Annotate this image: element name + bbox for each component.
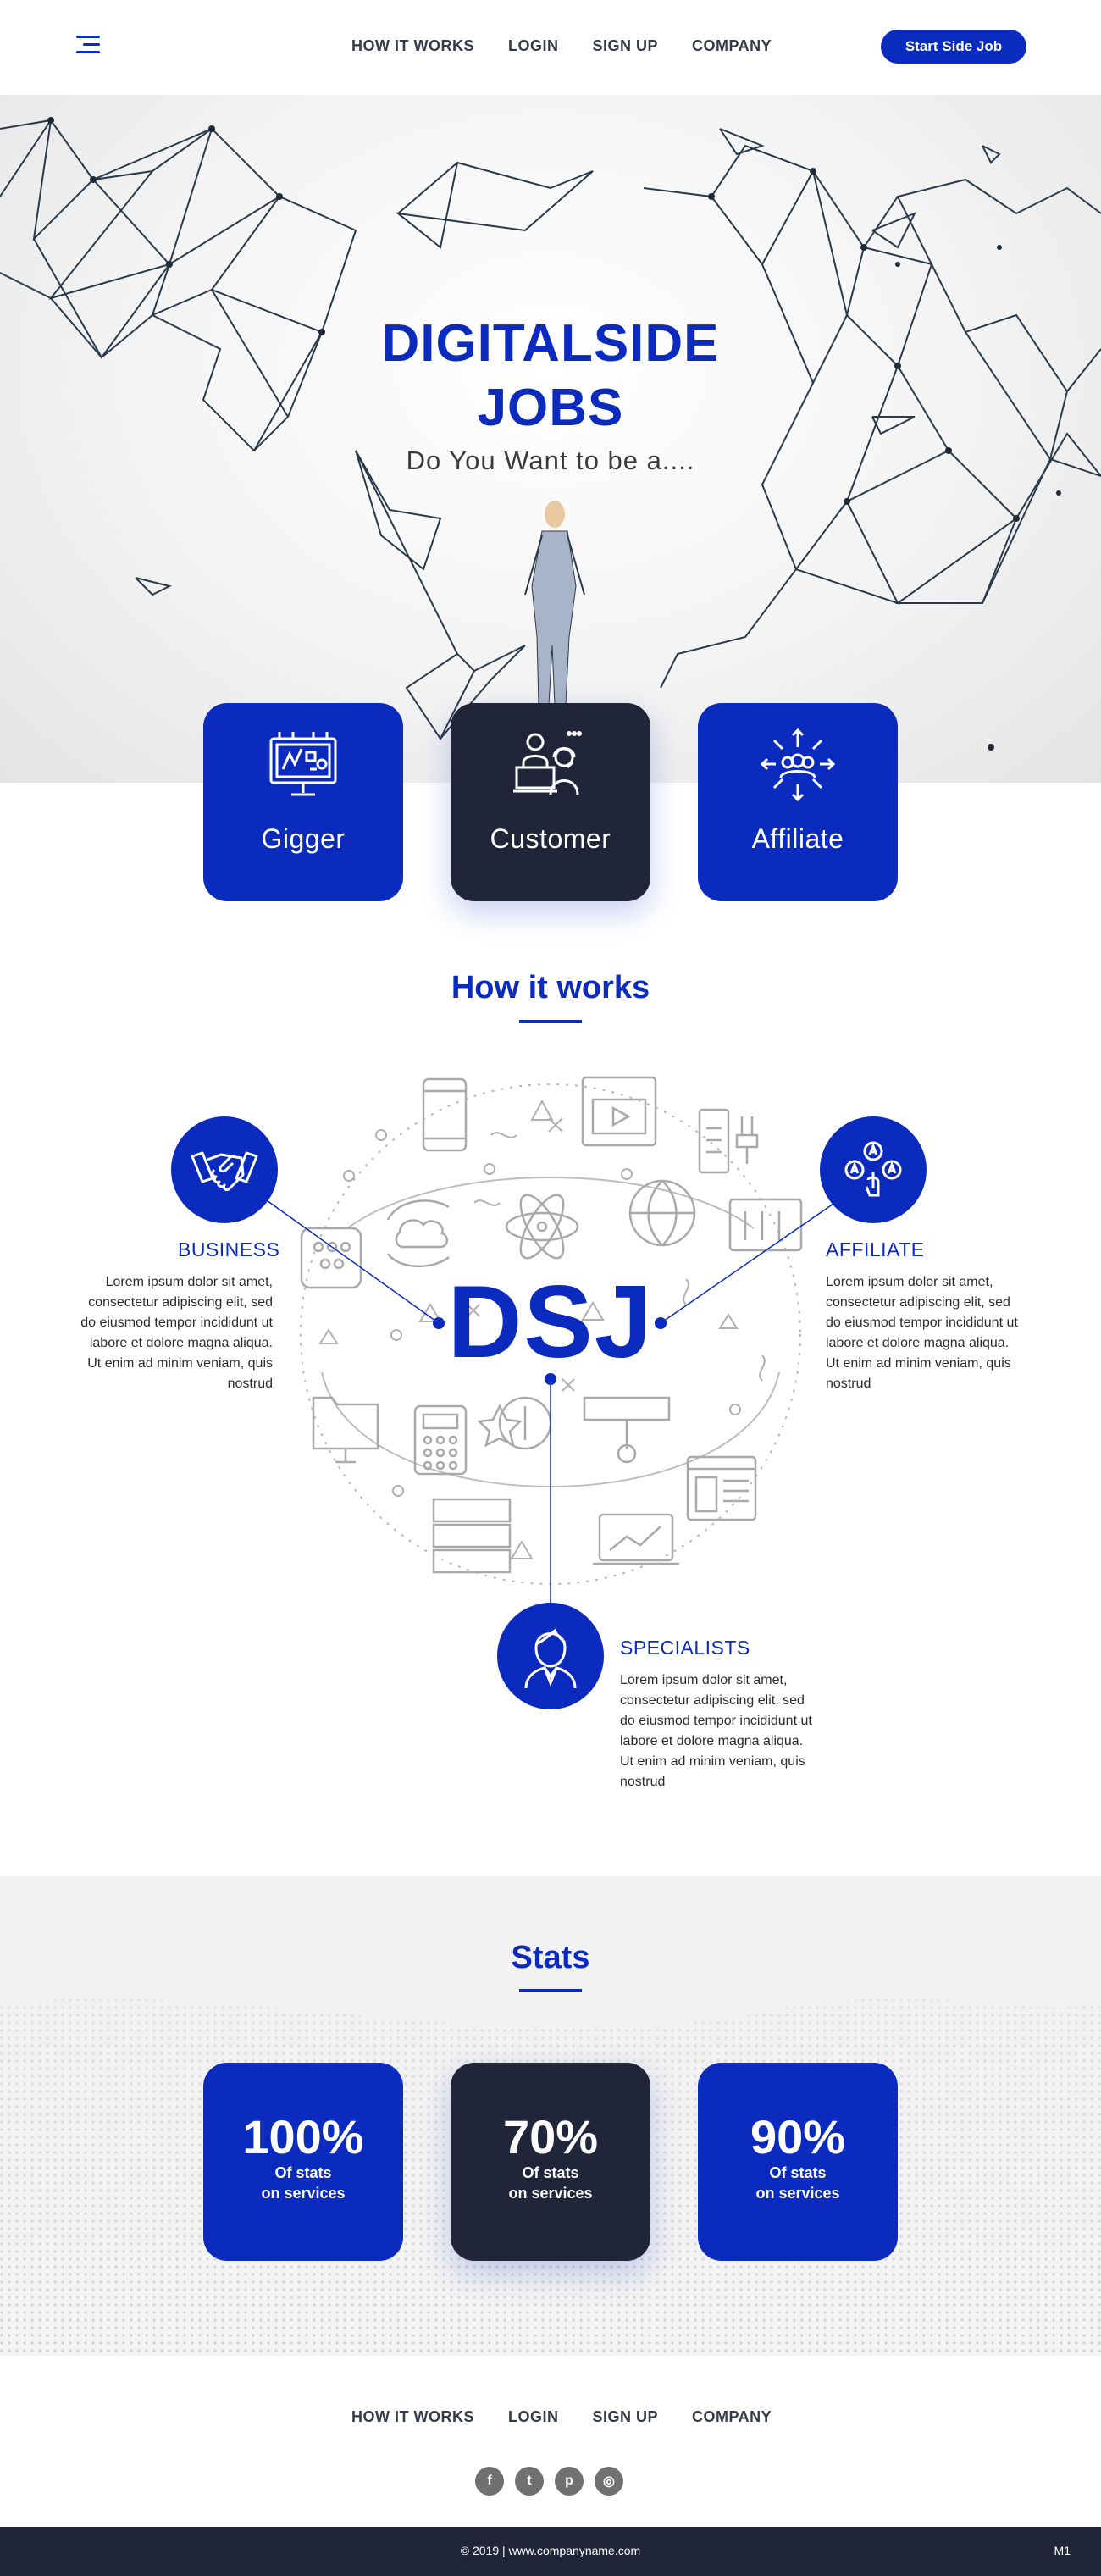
nav-sign-up-link[interactable]: SIGN UP [592,37,658,54]
stat-card: 70% Of stats on services [451,2063,650,2261]
stat-value: 70% [502,2110,599,2163]
nav-how-it-works-link[interactable]: HOW IT WORKS [351,37,474,54]
affiliate-node [820,1116,927,1223]
network-people-icon [760,728,836,802]
specialists-title: SPECIALISTS [620,1637,750,1659]
affiliate-network-icon [844,1141,902,1197]
role-card-label: Affiliate [751,823,844,854]
footer-how-it-works-link[interactable]: HOW IT WORKS [351,2408,474,2425]
hero: DIGITALSIDE JOBS Do You Want to be a.... [0,95,1101,783]
role-card-gigger[interactable]: Gigger [203,703,403,901]
footer-login-link[interactable]: LOGIN [507,2408,559,2425]
nav-login-link[interactable]: LOGIN [507,37,559,54]
digital-human-figure-icon [524,501,585,706]
stat-card: 90% Of stats on services [698,2063,898,2261]
stat-value: 100% [242,2110,364,2163]
hero-title: DIGITALSIDE JOBS [0,312,1101,440]
how-it-works-section: DSJ BUSINESS Lorem ipsum dolor sit amet,… [0,1050,1101,1796]
specialists-text: Lorem ipsum dolor sit amet, consectetur … [620,1673,812,1789]
tech-icons-circle-illustration [257,1076,848,1609]
instagram-icon[interactable]: ◎ [595,2467,623,2496]
twitter-icon[interactable]: t [515,2467,544,2496]
social-links: f t p ◎ [475,2467,623,2496]
facebook-icon[interactable]: f [475,2467,504,2496]
hero-title-line2: JOBS [477,379,624,437]
role-card-label: Customer [490,823,611,854]
hero-title-line1: DIGITALSIDE [381,314,720,373]
stat-label-line2: on services [755,2185,840,2202]
nav-links: HOW IT WORKS LOGIN SIGN UP COMPANY [351,37,772,55]
stat-label-line2: on services [261,2185,346,2202]
footer-links: HOW IT WORKS LOGIN SIGN UP COMPANY [351,2408,772,2426]
pinterest-icon[interactable]: p [555,2467,584,2496]
business-node [171,1116,278,1223]
nav-company-link[interactable]: COMPANY [692,37,772,54]
business-title: BUSINESS [178,1238,280,1260]
start-side-job-button[interactable]: Start Side Job [881,30,1026,64]
role-card-customer[interactable]: Customer [451,703,650,901]
footer-sign-up-link[interactable]: SIGN UP [592,2408,658,2425]
bottom-bar: © 2019 | www.companyname.com M1 [0,2527,1101,2576]
stat-label-line2: on services [508,2185,593,2202]
hamburger-menu-icon[interactable] [76,36,100,54]
handshake-icon [191,1151,258,1192]
business-text: Lorem ipsum dolor sit amet, consectetur … [80,1275,273,1391]
how-it-works-title: How it works [451,970,650,1005]
affiliate-text: Lorem ipsum dolor sit amet, consectetur … [826,1275,1018,1391]
customer-support-icon [513,731,582,795]
dsj-center-label: DSJ [447,1264,654,1379]
copyright-text: © 2019 | www.companyname.com [460,2544,641,2557]
how-it-works-underline [519,1020,582,1023]
footer-company-link[interactable]: COMPANY [692,2408,772,2425]
version-label: M1 [1054,2544,1071,2557]
stats-underline [519,1989,582,1992]
role-card-label: Gigger [261,823,346,854]
role-cards: Gigger Customer [203,703,898,901]
billboard-icon [269,732,337,796]
stat-card: 100% Of stats on services [203,2063,403,2261]
stat-label-line1: Of stats [522,2164,579,2181]
top-nav: HOW IT WORKS LOGIN SIGN UP COMPANY Start… [0,0,1101,95]
stats-title: Stats [511,1940,590,1975]
stat-value: 90% [750,2110,846,2163]
specialists-node [497,1603,604,1709]
stats-section: Stats 100% Of stats on services 70% Of s… [0,1876,1101,2356]
polygon-mesh-background [0,117,1101,751]
role-card-affiliate[interactable]: Affiliate [698,703,898,901]
stat-label-line1: Of stats [274,2164,332,2181]
affiliate-title: AFFILIATE [826,1238,925,1260]
specialist-person-icon [524,1628,577,1689]
hero-subtitle: Do You Want to be a.... [406,446,695,475]
stat-label-line1: Of stats [769,2164,827,2181]
